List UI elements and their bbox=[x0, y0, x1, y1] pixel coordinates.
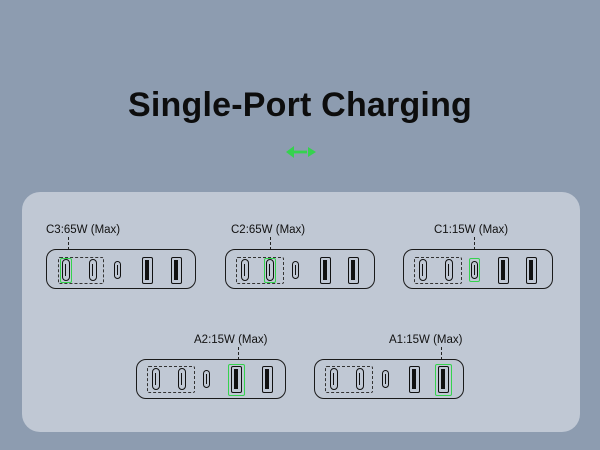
usb-c-group bbox=[325, 366, 373, 393]
active-port-highlight bbox=[469, 258, 480, 282]
usb-a-port-a1 bbox=[526, 257, 537, 284]
charger-strip bbox=[403, 249, 553, 289]
usb-c-port-c3 bbox=[152, 368, 160, 390]
active-port-highlight bbox=[435, 364, 452, 396]
page-title: Single-Port Charging bbox=[128, 86, 472, 124]
active-port-highlight bbox=[60, 258, 72, 283]
usb-c-port-c3 bbox=[330, 368, 338, 390]
usb-c-group bbox=[236, 257, 284, 284]
port-label: A1:15W (Max) bbox=[389, 334, 463, 346]
leader-line bbox=[68, 237, 69, 250]
usb-a-port-a2 bbox=[142, 257, 153, 284]
active-port-highlight bbox=[264, 258, 276, 283]
usb-c-group bbox=[414, 257, 462, 284]
usb-a-port-a2 bbox=[320, 257, 331, 284]
usb-c-port-c3 bbox=[419, 259, 427, 281]
charger-strip bbox=[136, 359, 286, 399]
usb-c-port-c1 bbox=[382, 370, 389, 388]
usb-a-port-a2 bbox=[231, 366, 242, 393]
port-label: C2:65W (Max) bbox=[231, 224, 306, 236]
usb-c-port-c2 bbox=[356, 368, 364, 390]
usb-c-port-c2 bbox=[266, 259, 274, 281]
usb-c-port-c1 bbox=[203, 370, 210, 388]
usb-c-port-c3 bbox=[241, 259, 249, 281]
usb-c-port-c1 bbox=[114, 261, 121, 279]
usb-c-port-c3 bbox=[62, 259, 70, 281]
leader-line bbox=[441, 347, 442, 360]
port-label: A2:15W (Max) bbox=[194, 334, 268, 346]
usb-a-port-a1 bbox=[348, 257, 359, 284]
usb-a-port-a1 bbox=[171, 257, 182, 284]
port-label: C3:65W (Max) bbox=[46, 224, 121, 236]
usb-c-port-c2 bbox=[89, 259, 97, 281]
charging-panel bbox=[22, 192, 580, 432]
port-label: C1:15W (Max) bbox=[434, 224, 509, 236]
usb-c-port-c1 bbox=[292, 261, 299, 279]
usb-a-port-a1 bbox=[438, 366, 449, 393]
usb-a-port-a1 bbox=[262, 366, 273, 393]
usb-a-port-a2 bbox=[409, 366, 420, 393]
active-port-highlight bbox=[228, 364, 245, 396]
leader-line bbox=[238, 347, 239, 360]
usb-c-group bbox=[58, 257, 104, 284]
usb-a-port-a2 bbox=[498, 257, 509, 284]
usb-c-port-c1 bbox=[471, 261, 478, 279]
usb-c-port-c2 bbox=[445, 259, 453, 281]
double-arrow-icon bbox=[286, 146, 316, 158]
leader-line bbox=[270, 237, 271, 250]
usb-c-group bbox=[147, 366, 195, 393]
leader-line bbox=[474, 237, 475, 250]
usb-c-port-c2 bbox=[178, 368, 186, 390]
charger-strip bbox=[225, 249, 375, 289]
